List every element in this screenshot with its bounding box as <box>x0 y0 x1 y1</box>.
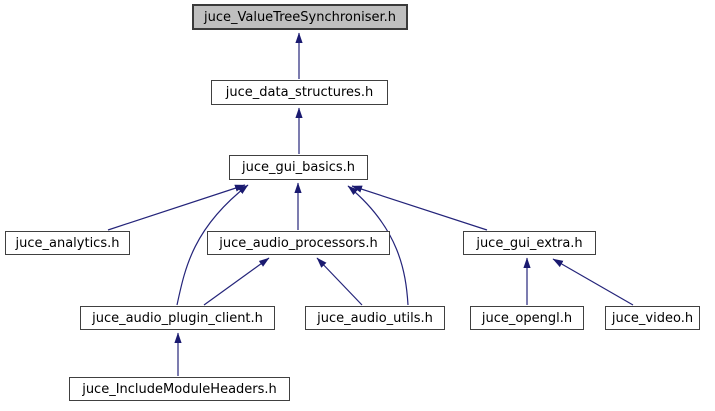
node-juce-gui-basics-h[interactable]: juce_gui_basics.h <box>229 155 368 180</box>
edge-analytics-to-gui-basics <box>107 184 246 231</box>
node-juce-audio-utils-h[interactable]: juce_audio_utils.h <box>305 306 445 330</box>
node-juce-video-h[interactable]: juce_video.h <box>605 306 700 330</box>
edge-audio-utils-to-gui-basics <box>347 185 409 306</box>
edge-video-to-gui-extra <box>552 258 634 306</box>
node-juce-valuetreesynchroniser-h: juce_ValueTreeSynchroniser.h <box>192 4 408 30</box>
node-juce-includemoduleheaders-h[interactable]: juce_IncludeModuleHeaders.h <box>69 377 290 401</box>
node-juce-gui-extra-h[interactable]: juce_gui_extra.h <box>463 231 596 255</box>
node-juce-audio-processors-h[interactable]: juce_audio_processors.h <box>207 231 390 255</box>
edge-audio-utils-to-audio-processors <box>316 257 363 306</box>
edge-gui-extra-to-gui-basics <box>351 185 488 231</box>
node-juce-analytics-h[interactable]: juce_analytics.h <box>5 231 130 255</box>
node-juce-audio-plugin-client-h[interactable]: juce_audio_plugin_client.h <box>80 306 275 330</box>
edge-audio-plugin-client-to-gui-basics <box>176 184 249 306</box>
node-juce-data-structures-h[interactable]: juce_data_structures.h <box>211 80 388 105</box>
node-juce-opengl-h[interactable]: juce_opengl.h <box>470 306 584 330</box>
edge-audio-plugin-client-to-audio-processors <box>203 257 270 306</box>
